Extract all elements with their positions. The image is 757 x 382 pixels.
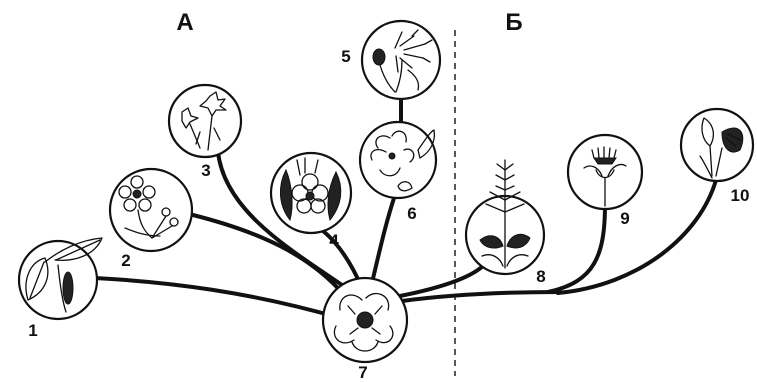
plantain-plant-icon	[479, 159, 531, 269]
buttercup-flower-icon	[118, 175, 179, 239]
node-10: 10	[679, 107, 755, 205]
node-5-label: 5	[341, 47, 350, 66]
node-4-label: 4	[329, 231, 339, 250]
violet-flower-icon	[370, 129, 436, 192]
cornflower-icon	[372, 29, 433, 93]
node-7-label: 7	[358, 363, 367, 382]
node-6-label: 6	[407, 204, 416, 223]
branch-7-trunk-b	[400, 290, 562, 303]
node-9-circle	[566, 133, 644, 211]
node-4: 4	[269, 151, 353, 250]
node-10-label: 10	[731, 186, 750, 205]
magnolia-flower-icon	[333, 293, 394, 352]
arum-plant-icon	[699, 117, 744, 179]
lily-flower-icon	[583, 146, 627, 207]
node-7: 7	[321, 276, 409, 382]
group-label-a: А	[176, 9, 193, 36]
group-label-b: Б	[505, 9, 522, 36]
carnation-flower-icon	[181, 91, 227, 151]
branch-7-8	[398, 262, 487, 298]
node-5: 5	[341, 19, 442, 101]
branch-7-9	[546, 202, 607, 294]
node-3-label: 3	[201, 161, 210, 180]
node-1-label: 1	[28, 321, 37, 340]
node-3-circle	[167, 83, 243, 159]
node-10-circle	[679, 107, 755, 183]
leafy-shoot-icon	[25, 237, 103, 313]
node-5-circle	[360, 19, 442, 101]
branch-7-2	[191, 213, 347, 298]
node-3: 3	[167, 83, 243, 180]
branch-7-6	[369, 193, 397, 289]
flower-with-leaves-icon	[280, 157, 342, 222]
node-1: 1	[17, 237, 103, 340]
branch-7-10	[556, 178, 718, 295]
branch-7-3	[216, 150, 354, 294]
node-2-label: 2	[121, 251, 130, 270]
node-6-circle	[358, 120, 438, 200]
branch-7-1	[93, 276, 342, 320]
node-2-circle	[108, 167, 194, 253]
node-6: 6	[358, 120, 438, 223]
node-8: 8	[464, 159, 546, 286]
node-2: 2	[108, 167, 194, 270]
node-9-label: 9	[620, 209, 629, 228]
node-8-label: 8	[536, 267, 545, 286]
node-9: 9	[566, 133, 644, 228]
